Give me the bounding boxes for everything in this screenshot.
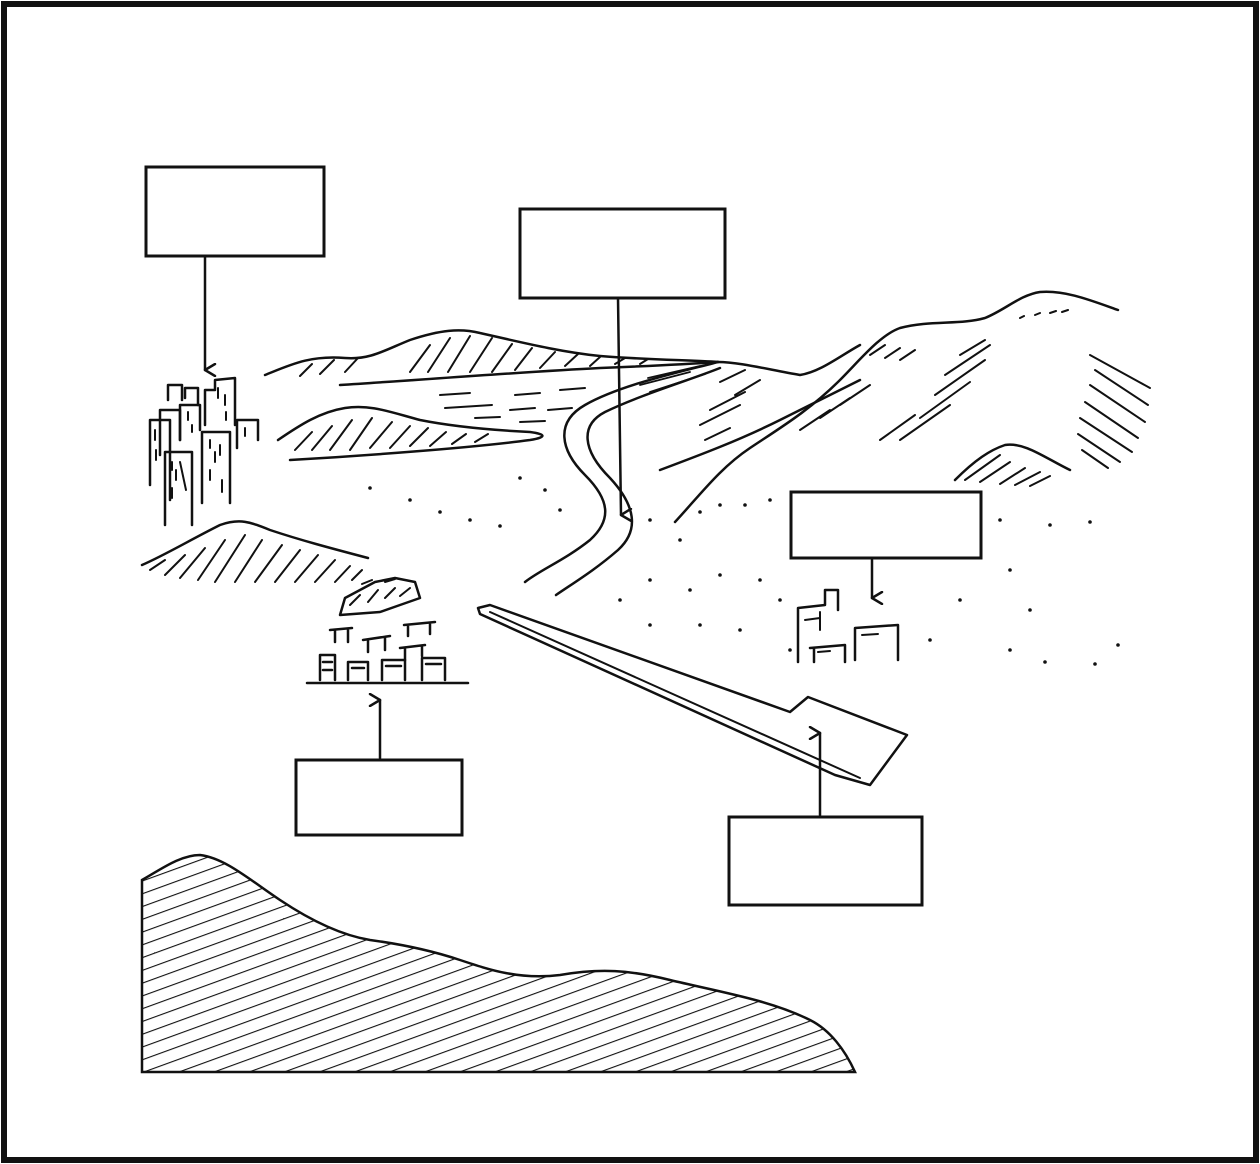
label-box-bottom-left[interactable] <box>296 760 462 835</box>
right-mountains <box>660 292 1150 522</box>
distant-hills <box>265 330 718 460</box>
pointer-arrows <box>205 256 872 815</box>
skyscraper-city <box>150 378 258 525</box>
canal-structure <box>478 605 907 785</box>
river <box>525 362 720 595</box>
city-hill <box>142 521 368 582</box>
label-box-right[interactable] <box>791 492 981 558</box>
arrow-to-river <box>618 298 621 515</box>
label-box-top-center[interactable] <box>520 209 725 298</box>
label-box-bottom-right[interactable] <box>729 817 922 905</box>
village <box>307 578 468 683</box>
label-box-top-left[interactable] <box>146 167 324 256</box>
plain-texture <box>368 476 1120 666</box>
small-town <box>798 590 898 662</box>
